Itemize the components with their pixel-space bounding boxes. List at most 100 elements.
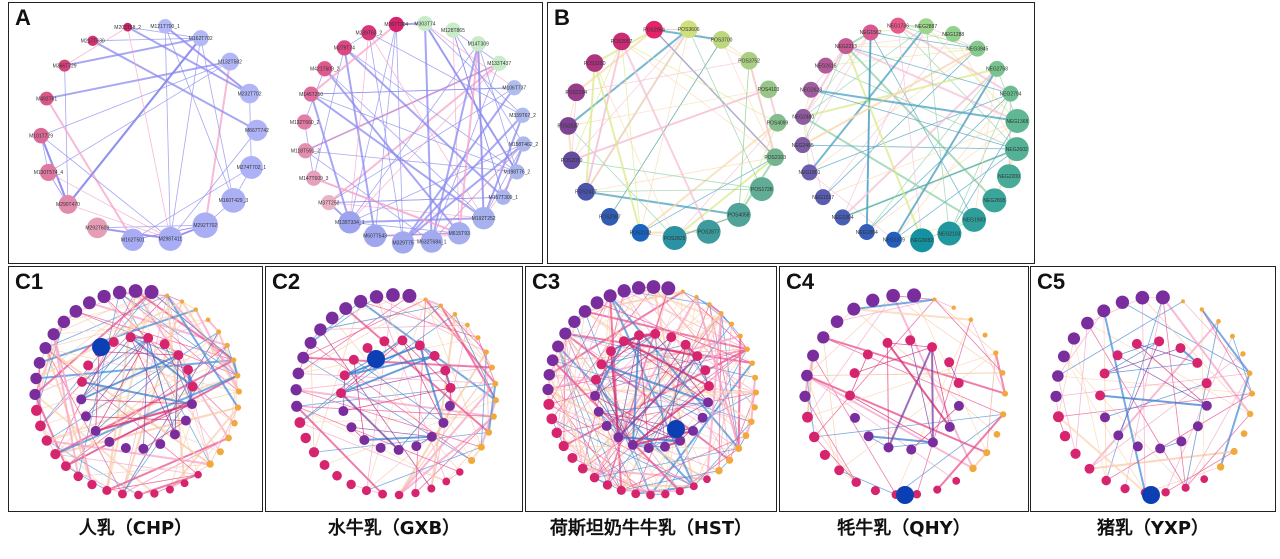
network-edge: [85, 337, 149, 417]
network-node: [489, 364, 495, 371]
network-edge: [207, 319, 220, 333]
network-node: [993, 430, 1001, 438]
network-node: [1230, 447, 1238, 456]
network-edge: [632, 440, 681, 446]
network-edge: [822, 33, 954, 198]
network-node: [605, 346, 616, 357]
network-edge: [1100, 394, 1207, 407]
network-node: [988, 60, 1005, 77]
node-label: POS3752: [738, 59, 760, 65]
network-edge: [806, 295, 894, 376]
network-node: [1120, 484, 1130, 494]
network-node: [336, 40, 352, 56]
network-edge: [584, 63, 596, 192]
network-edge: [807, 355, 814, 418]
network-node: [752, 389, 760, 396]
network-node: [165, 293, 170, 298]
network-node: [627, 439, 638, 450]
network-edge: [576, 60, 750, 93]
network-edge: [1055, 372, 1250, 397]
network-node: [33, 127, 49, 144]
network-edge: [424, 23, 515, 89]
network-edge: [585, 41, 623, 192]
network-edge: [870, 32, 978, 49]
network-node: [417, 15, 433, 32]
network-edge: [375, 232, 460, 237]
network-edge: [807, 416, 857, 483]
network-node: [742, 432, 750, 439]
network-node: [314, 323, 327, 336]
network-node: [297, 143, 314, 159]
network-node: [559, 117, 578, 135]
network-node: [696, 219, 721, 244]
network-edge: [298, 337, 479, 374]
network-edge: [1058, 338, 1075, 417]
node-label: NEG1736: [887, 23, 909, 29]
network-node: [33, 357, 46, 369]
network-node: [631, 489, 641, 499]
network-edge: [398, 415, 495, 496]
network-edge: [1104, 347, 1181, 374]
network-node: [688, 425, 699, 436]
network-edge: [344, 354, 435, 377]
network-edge: [132, 167, 252, 241]
network-edge: [1124, 297, 1164, 489]
edge-group: [804, 295, 1006, 495]
node-label: M158T462_2: [509, 142, 539, 148]
network-node: [725, 456, 734, 464]
panel-c2-label: C2: [272, 269, 301, 294]
node-label: M493T61: [36, 96, 57, 102]
network-node: [944, 421, 955, 432]
network-node: [1216, 318, 1221, 324]
edge-group: [849, 340, 960, 450]
network-node: [452, 311, 458, 317]
network-edge: [548, 374, 596, 479]
network-node: [707, 302, 712, 307]
caption-c3: 荷斯坦奶牛牛乳（HST）: [549, 518, 753, 539]
network-node: [589, 472, 600, 483]
network-node: [290, 384, 302, 396]
network-node: [1246, 410, 1254, 418]
network-node: [354, 294, 368, 309]
network-edge: [366, 299, 426, 491]
network-edge: [320, 329, 432, 489]
network-node: [194, 470, 202, 479]
network-node: [700, 365, 711, 376]
network-node: [885, 231, 902, 248]
network-node: [375, 442, 386, 453]
network-edge: [607, 323, 732, 486]
network-node: [1181, 483, 1190, 492]
network-edge: [1058, 393, 1253, 418]
network-edge: [166, 295, 183, 302]
network-node: [585, 54, 604, 72]
network-node: [1050, 390, 1062, 403]
network-edge: [547, 346, 559, 390]
network-edge: [601, 363, 703, 419]
network-edge: [931, 347, 951, 427]
network-node: [799, 390, 811, 403]
network-edge: [48, 172, 171, 240]
network-edge: [685, 344, 710, 387]
network-node: [39, 342, 52, 354]
network-edge: [598, 411, 681, 442]
network-node: [849, 368, 860, 379]
network-node: [379, 336, 390, 347]
network-edge: [802, 144, 1017, 150]
network-edge: [594, 350, 612, 397]
network-node: [602, 480, 613, 490]
network-node: [542, 383, 554, 396]
network-edge: [45, 98, 134, 241]
network-node: [729, 321, 735, 327]
network-node: [495, 189, 511, 205]
network-edge: [109, 403, 193, 443]
node-label: M303T74: [414, 21, 435, 27]
node-label: POS4099: [767, 121, 789, 127]
network-edge: [556, 296, 697, 434]
network-node: [50, 449, 61, 460]
network-edge: [166, 295, 186, 484]
network-node: [308, 447, 320, 458]
network-node: [819, 449, 831, 461]
node-label: M329T75: [392, 240, 413, 246]
network-edge: [54, 374, 238, 456]
network-node: [851, 477, 861, 488]
